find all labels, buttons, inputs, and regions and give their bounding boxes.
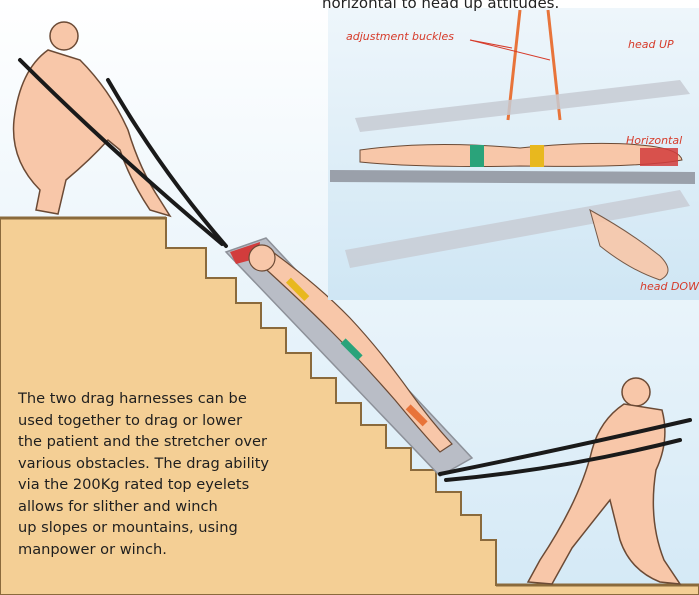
caption-line: the patient and the stretcher over bbox=[18, 431, 328, 453]
label-adjustment-buckles: adjustment buckles bbox=[346, 30, 454, 43]
label-horizontal: Horizontal bbox=[626, 134, 682, 147]
label-head-down: head DOWN bbox=[640, 280, 699, 293]
caption-line: The two drag harnesses can be bbox=[18, 388, 328, 410]
caption-line: used together to drag or lower bbox=[18, 410, 328, 432]
caption-line: up slopes or mountains, using bbox=[18, 517, 328, 539]
caption-line: various obstacles. The drag ability bbox=[18, 453, 328, 475]
caption-line: allows for slither and winch bbox=[18, 496, 328, 518]
inset-panel: adjustment buckles head UP Horizontal he… bbox=[328, 8, 699, 300]
caption-line: manpower or winch. bbox=[18, 539, 328, 561]
caption-line: via the 200Kg rated top eyelets bbox=[18, 474, 328, 496]
label-head-up: head UP bbox=[628, 38, 674, 51]
description-paragraph: The two drag harnesses can be used toget… bbox=[18, 388, 328, 560]
